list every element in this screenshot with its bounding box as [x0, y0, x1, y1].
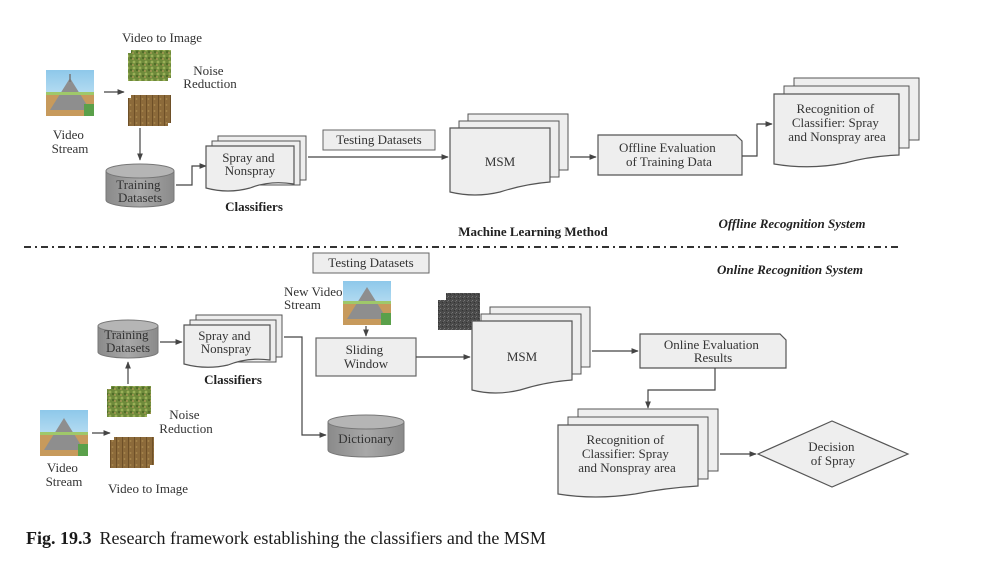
online-testing-datasets-box	[312, 252, 430, 274]
training-datasets-cylinder	[105, 163, 175, 208]
testing-datasets-box	[322, 129, 436, 151]
dictionary-cylinder	[327, 414, 405, 458]
classifiers-doc-text: Spray and Nonspray	[222, 150, 278, 178]
offline-evaluation-box	[597, 134, 743, 176]
arrow-training-to-classifiers	[176, 163, 207, 186]
online-training-datasets-cylinder	[97, 319, 159, 359]
video-stream-icon	[46, 70, 94, 116]
online-classifiers-document-stack	[183, 314, 283, 368]
arrow-evaluation-to-recognition	[742, 121, 773, 157]
figure-caption-text: Research framework establishing the clas…	[99, 528, 546, 548]
online-grass-frame-image	[107, 386, 151, 417]
arrow-classifiers-to-dictionary	[284, 336, 327, 438]
video-stream-label: Video Stream	[52, 127, 89, 156]
online-video-to-image-label: Video to Image	[108, 481, 188, 496]
online-msm-document-stack	[471, 306, 591, 394]
online-video-stream-label: Video Stream	[46, 460, 83, 489]
sliding-window-label: Sliding Window	[344, 342, 389, 371]
new-video-stream-label: New Video Stream	[284, 284, 346, 312]
video-to-image-label: Video to Image	[122, 30, 202, 45]
dictionary-label: Dictionary	[338, 431, 394, 446]
window-patch-images	[438, 293, 480, 330]
online-soil-frame-image	[110, 437, 154, 468]
sliding-window-box	[315, 337, 417, 377]
training-datasets-label: Training Datasets	[116, 177, 164, 205]
online-classifiers-label: Classifiers	[204, 372, 262, 387]
figure-caption: Fig. 19.3 Research framework establishing…	[26, 528, 546, 549]
arrow-evaluation-to-recognition-online	[645, 368, 716, 409]
decision-diamond	[756, 420, 910, 488]
recognition-document-stack	[773, 77, 920, 168]
online-video-stream-icon	[40, 410, 88, 456]
online-evaluation-label: Online Evaluation Results	[664, 337, 762, 365]
classifiers-label: Classifiers	[225, 199, 283, 214]
offline-system-title: Offline Recognition System	[718, 216, 865, 231]
offline-evaluation-label: Offline Evaluation of Training Data	[619, 140, 719, 169]
testing-datasets-label: Testing Datasets	[336, 132, 421, 147]
figure-caption-label: Fig. 19.3	[26, 528, 92, 548]
online-noise-reduction-label: Noise Reduction	[159, 407, 213, 436]
grass-frame-image	[128, 50, 171, 81]
online-classifiers-doc-text: Spray and Nonspray	[198, 328, 254, 356]
classifiers-document-stack	[205, 135, 307, 192]
msm-document-stack	[449, 113, 569, 196]
online-evaluation-box	[639, 333, 787, 369]
msm-label: MSM	[485, 154, 516, 169]
online-training-datasets-label: Training Datasets	[104, 327, 152, 355]
recognition-label: Recognition of Classifier: Spray and Non…	[788, 101, 886, 144]
new-video-stream-icon	[343, 281, 391, 325]
noise-reduction-label: Noise Reduction	[183, 63, 237, 91]
machine-learning-method-title: Machine Learning Method	[458, 224, 608, 239]
online-recognition-label: Recognition of Classifier: Spray and Non…	[578, 432, 676, 475]
decision-label: Decision of Spray	[808, 439, 857, 468]
online-recognition-document-stack	[557, 408, 719, 498]
online-system-title: Online Recognition System	[717, 262, 863, 277]
online-msm-label: MSM	[507, 349, 538, 364]
soil-frame-image	[128, 95, 171, 126]
online-testing-datasets-label: Testing Datasets	[328, 255, 413, 270]
